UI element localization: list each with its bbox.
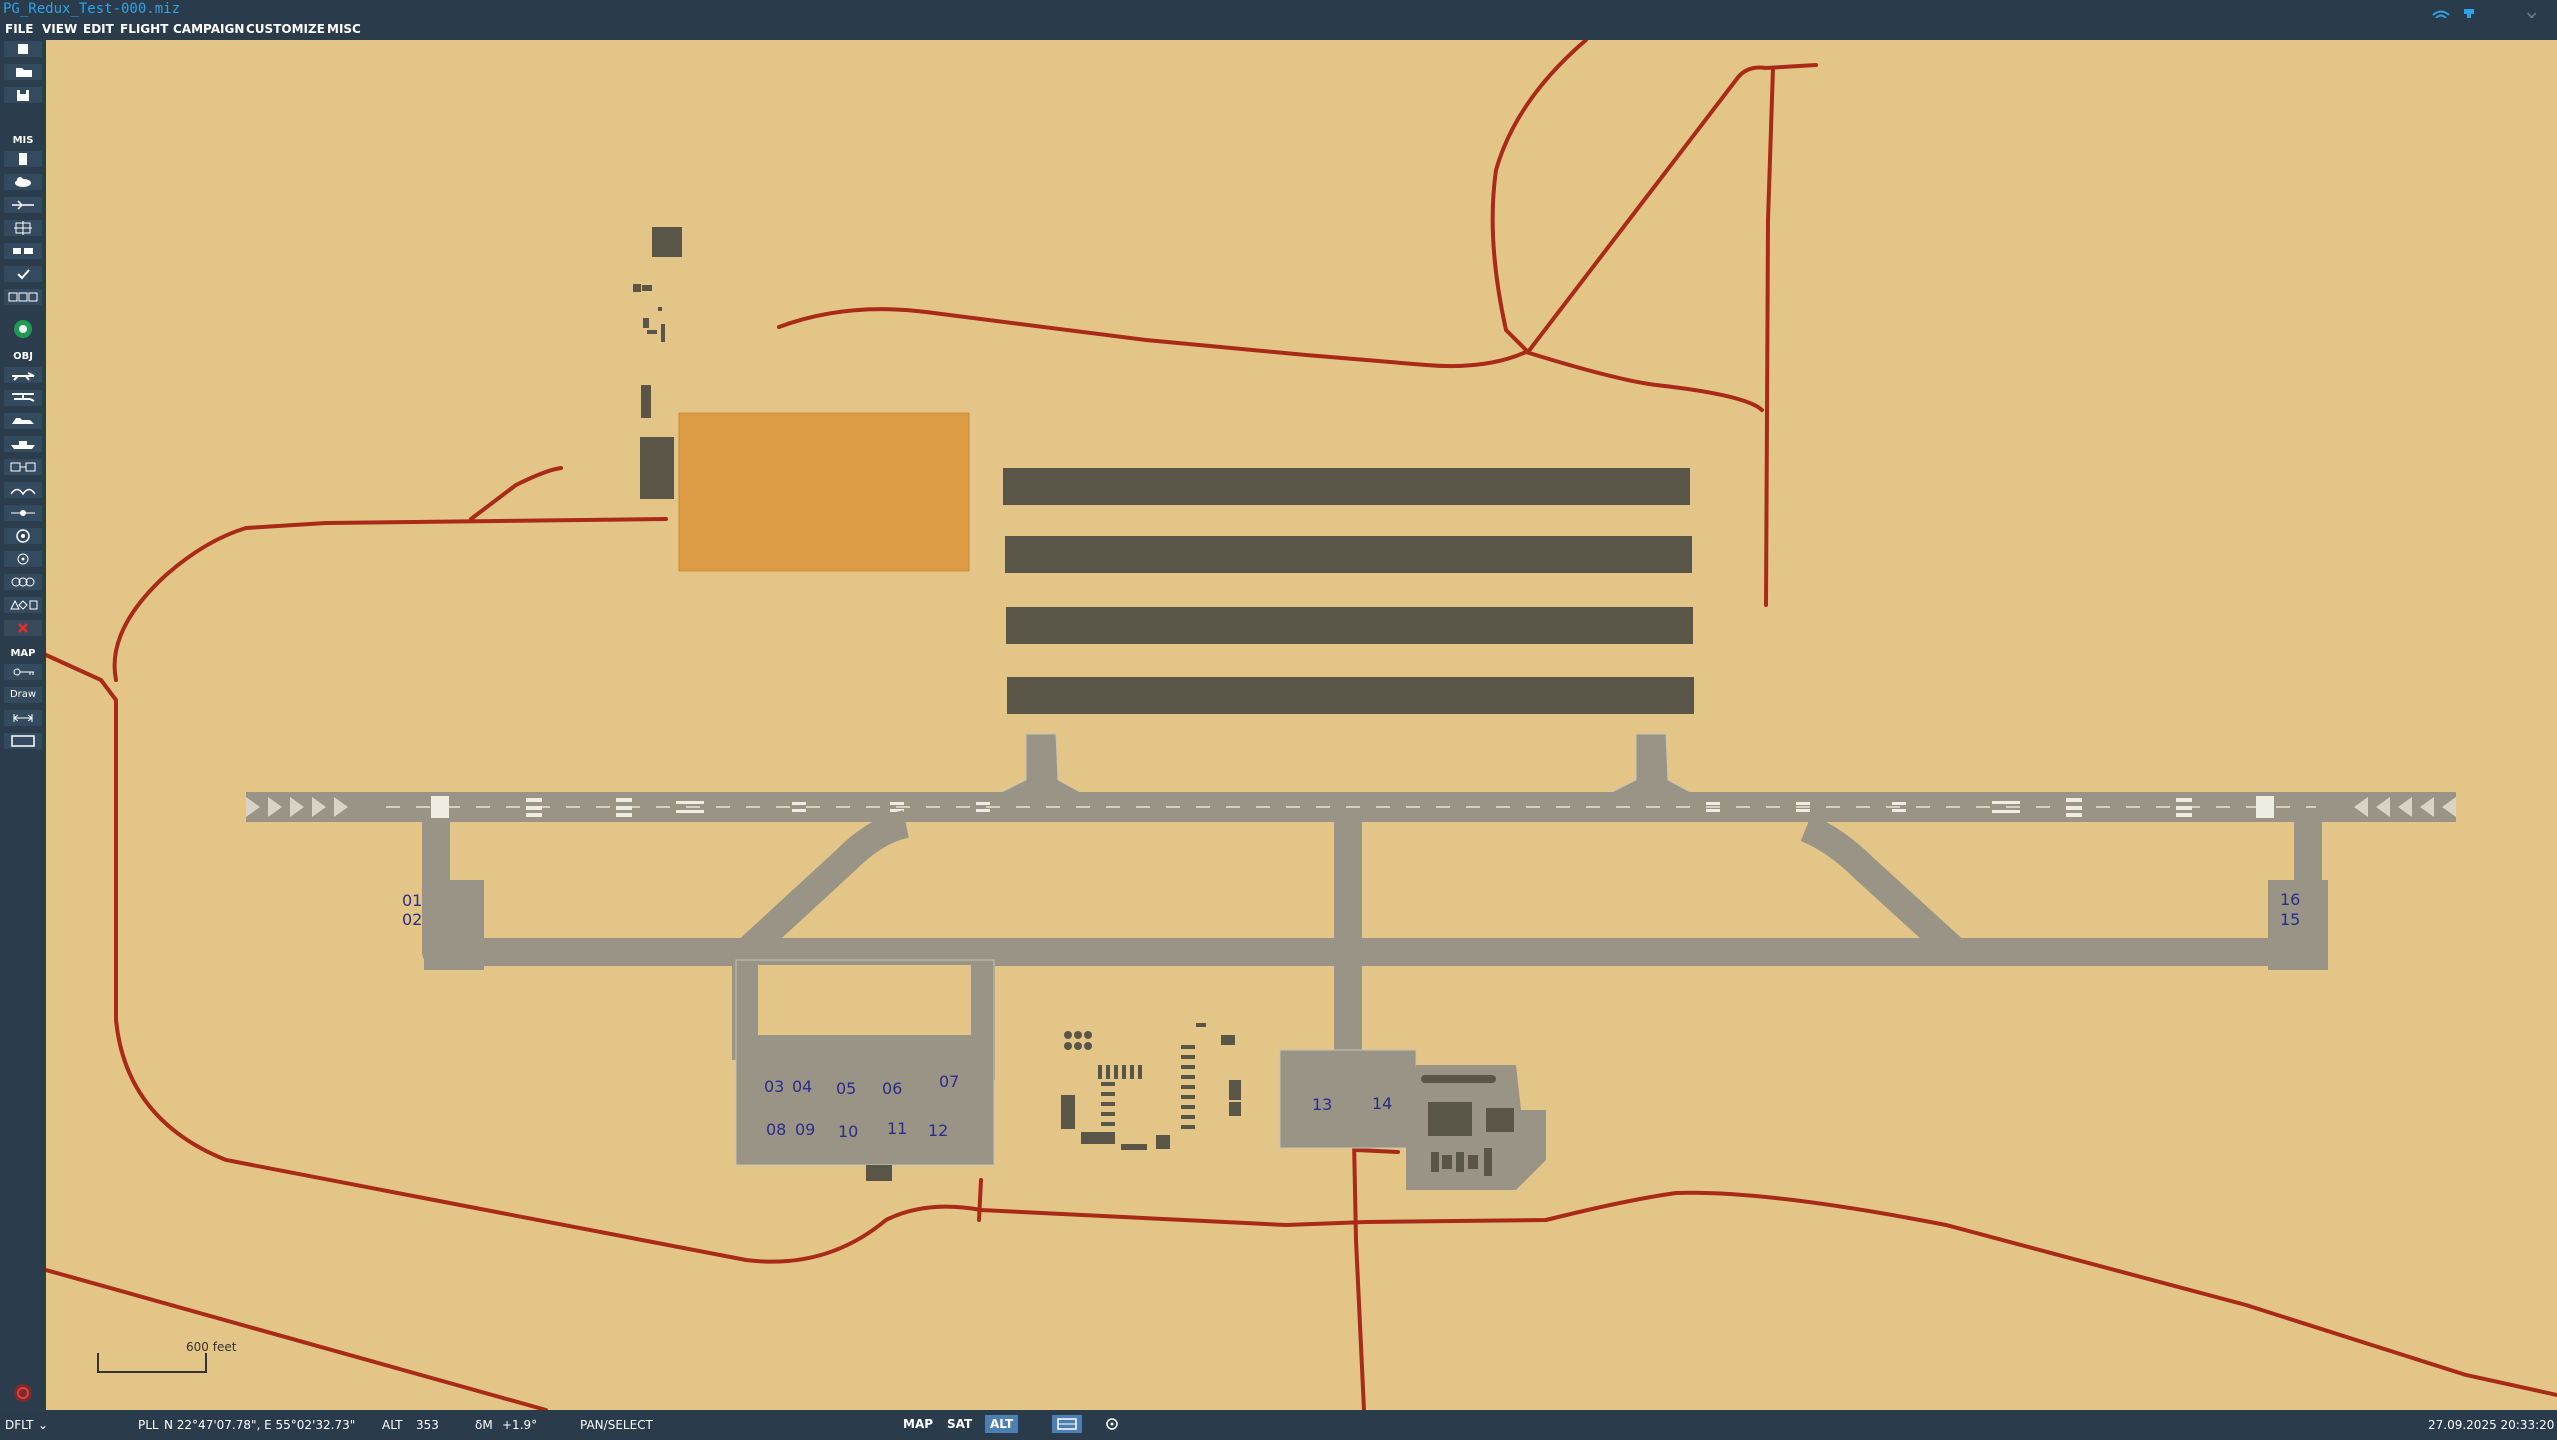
altitude-value: 353 bbox=[416, 1418, 439, 1432]
taxiway-connectors bbox=[995, 733, 1697, 796]
parking-number[interactable]: 10 bbox=[838, 1122, 858, 1141]
obj-section-label: OBJ bbox=[13, 351, 33, 362]
coalition-button[interactable] bbox=[4, 289, 42, 305]
chevron-down-icon[interactable]: ⌄ bbox=[38, 1418, 49, 1432]
menu-campaign[interactable]: CAMPAIGN bbox=[173, 22, 245, 36]
small-structures bbox=[1064, 1031, 1195, 1129]
parking-number[interactable]: 09 bbox=[795, 1120, 815, 1139]
waypoint-icon[interactable] bbox=[4, 505, 42, 521]
menu-file[interactable]: FILE bbox=[5, 22, 34, 36]
parking-number[interactable]: 04 bbox=[792, 1077, 812, 1096]
restricted-zone bbox=[678, 412, 970, 572]
datetime-readout: 27.09.2025 20:33:20 bbox=[2428, 1418, 2555, 1432]
parking-number[interactable]: 12 bbox=[928, 1121, 948, 1140]
parking-number[interactable]: 06 bbox=[882, 1079, 902, 1098]
key-icon[interactable] bbox=[4, 664, 42, 680]
record-icon[interactable] bbox=[12, 1382, 34, 1404]
scale-bar bbox=[97, 1353, 207, 1373]
window-title: PG_Redux_Test-000.miz bbox=[3, 1, 181, 17]
rectangle-select-icon[interactable] bbox=[4, 733, 42, 749]
view-map-button[interactable]: MAP bbox=[903, 1417, 934, 1431]
parking-number[interactable]: 16 bbox=[2280, 890, 2300, 909]
title-bar: PG_Redux_Test-000.miz ✕ bbox=[0, 0, 2557, 31]
template-icon[interactable] bbox=[4, 482, 42, 498]
parking-number[interactable]: 02 bbox=[402, 910, 422, 929]
view-alt-button[interactable]: ALT bbox=[985, 1415, 1019, 1433]
taxiways bbox=[422, 810, 2322, 1080]
briefing-button[interactable] bbox=[4, 151, 42, 167]
shapes-icon[interactable] bbox=[4, 597, 42, 613]
parking-number[interactable]: 14 bbox=[1372, 1094, 1392, 1113]
parking-number[interactable]: 03 bbox=[764, 1077, 784, 1096]
menu-view[interactable]: VIEW bbox=[42, 22, 78, 36]
buildings-north bbox=[633, 227, 682, 499]
airplane-icon[interactable] bbox=[4, 367, 42, 383]
ruler-icon[interactable] bbox=[4, 710, 42, 726]
view-sat-button[interactable]: SAT bbox=[947, 1417, 973, 1431]
parking-number[interactable]: 08 bbox=[766, 1120, 786, 1139]
parking-number[interactable]: 13 bbox=[1312, 1095, 1332, 1114]
helicopter-icon[interactable] bbox=[4, 390, 42, 406]
mode-indicator: PAN/SELECT bbox=[580, 1418, 653, 1432]
menu-misc[interactable]: MISC bbox=[327, 22, 361, 36]
status-bar: DFLT ⌄ PLL N 22°47'07.78", E 55°02'32.73… bbox=[0, 1410, 2557, 1440]
runway-chevrons bbox=[246, 797, 2456, 817]
coalition-globe-icon[interactable] bbox=[11, 317, 35, 341]
magvar-value: +1.9° bbox=[502, 1418, 538, 1432]
map-section-label: MAP bbox=[10, 648, 36, 659]
target-button[interactable] bbox=[4, 220, 42, 236]
flag-button[interactable] bbox=[4, 243, 42, 259]
new-mission-button[interactable] bbox=[4, 41, 42, 57]
layers-icon[interactable] bbox=[1052, 1415, 1082, 1433]
parking-number[interactable]: 07 bbox=[939, 1072, 959, 1091]
mis-section-label: MIS bbox=[12, 135, 34, 146]
apron-stands bbox=[1003, 468, 1694, 714]
coord-type-label[interactable]: PLL bbox=[138, 1418, 159, 1432]
apron-central bbox=[1279, 1049, 1417, 1149]
trigger-zone-icon[interactable] bbox=[4, 528, 42, 544]
coordinates-readout: N 22°47'07.78", E 55°02'32.73" bbox=[164, 1418, 356, 1432]
delete-icon[interactable] bbox=[4, 620, 42, 636]
nav-point-icon[interactable] bbox=[4, 551, 42, 567]
scale-label: 600 feet bbox=[186, 1340, 237, 1354]
ship-icon[interactable] bbox=[4, 436, 42, 452]
runway-markings bbox=[431, 796, 2274, 818]
static-object-icon[interactable] bbox=[4, 459, 42, 475]
apron-west-inner bbox=[758, 965, 971, 1035]
menu-customize[interactable]: CUSTOMIZE bbox=[246, 22, 325, 36]
check-icon[interactable] bbox=[4, 266, 42, 282]
left-toolbar: MIS OBJ MAP Draw bbox=[0, 40, 46, 1410]
parking-number[interactable]: 15 bbox=[2280, 910, 2300, 929]
save-mission-button[interactable] bbox=[4, 87, 42, 103]
triggers-button[interactable] bbox=[4, 197, 42, 213]
draw-button[interactable]: Draw bbox=[4, 687, 42, 703]
parking-number[interactable]: 05 bbox=[836, 1079, 856, 1098]
menu-flight[interactable]: FLIGHT bbox=[120, 22, 169, 36]
map-drawing: 01 02 03 04 05 06 07 08 09 10 11 12 13 1… bbox=[46, 40, 2557, 1410]
parking-number[interactable]: 11 bbox=[887, 1119, 907, 1138]
weather-icon[interactable] bbox=[4, 174, 42, 190]
open-mission-button[interactable] bbox=[4, 64, 42, 80]
menu-edit[interactable]: EDIT bbox=[83, 22, 114, 36]
profile-dropdown[interactable]: DFLT bbox=[5, 1418, 34, 1432]
altitude-label: ALT bbox=[382, 1418, 403, 1432]
map-canvas[interactable]: 01 02 03 04 05 06 07 08 09 10 11 12 13 1… bbox=[46, 40, 2557, 1410]
menu-bar: FILE VIEW EDIT FLIGHT CAMPAIGN CUSTOMIZE… bbox=[0, 18, 2557, 40]
apron-east bbox=[1406, 1065, 1546, 1190]
taxiway-edges bbox=[424, 880, 2328, 970]
group-icon[interactable] bbox=[4, 574, 42, 590]
settings-icon[interactable] bbox=[1097, 1415, 1127, 1433]
buildings-south bbox=[866, 1023, 1514, 1181]
parking-number[interactable]: 01 bbox=[402, 891, 422, 910]
magvar-label: δM bbox=[475, 1418, 493, 1432]
ground-unit-icon[interactable] bbox=[4, 413, 42, 429]
road-network bbox=[46, 40, 2557, 1410]
